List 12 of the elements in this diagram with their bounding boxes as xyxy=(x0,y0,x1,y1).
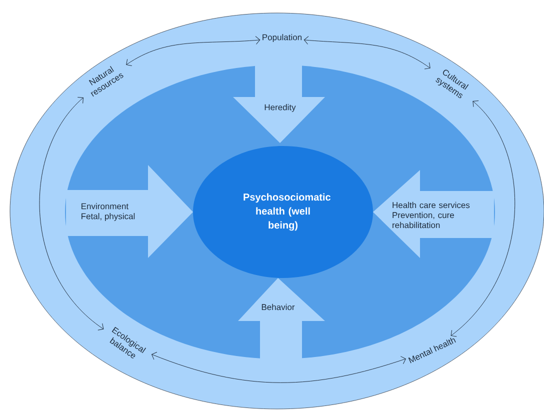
node-label: Health care services xyxy=(392,202,470,208)
curved-arrow xyxy=(152,352,406,383)
curved-arrow xyxy=(304,36,430,70)
curved-arrow xyxy=(126,36,260,66)
ring-label: Population xyxy=(262,34,302,42)
node-label: Heredity xyxy=(264,104,296,112)
node-label: Environment xyxy=(82,203,128,210)
node-label: Prevention, cure rehabilitation xyxy=(392,212,454,228)
curved-arrow xyxy=(40,97,104,330)
node-label: Fetal, physical xyxy=(82,213,135,221)
node-label: Behavior xyxy=(262,304,295,310)
curved-arrow xyxy=(450,100,515,337)
